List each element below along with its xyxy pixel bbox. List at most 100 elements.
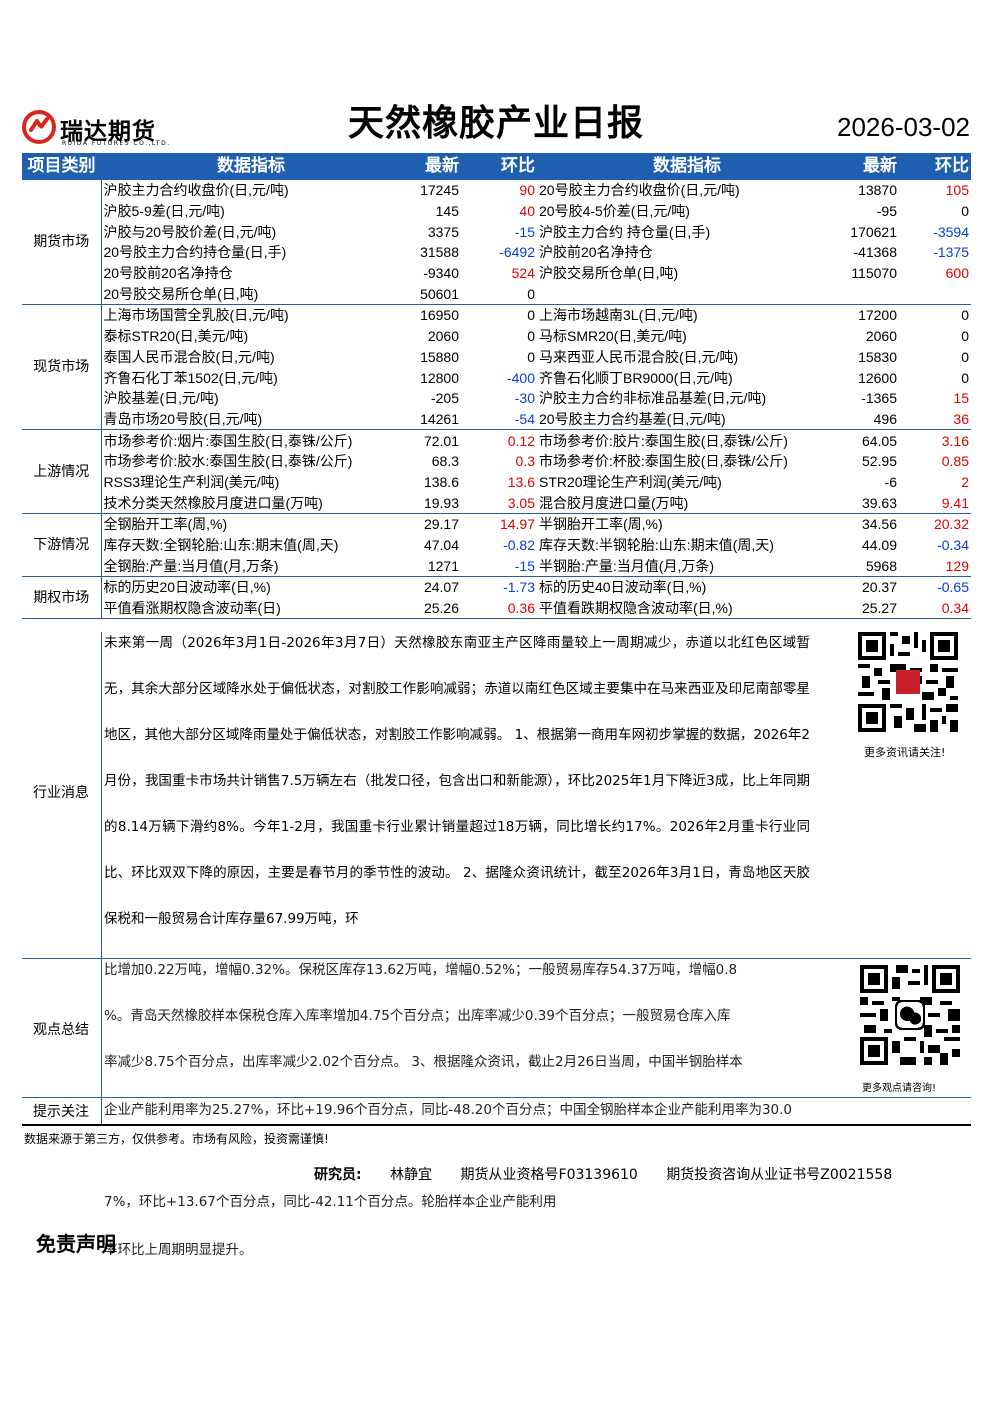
latest-value-cell: -41368 (853, 244, 897, 261)
overflow-text-line: %。青岛天然橡胶样本保税仓库入库率增加4.75个百分点；出库率减少0.39个百分… (104, 1008, 731, 1024)
change-value-cell: 0 (961, 307, 969, 324)
researcher-info: 研究员: 林静宜 期货从业资格号F03139610 期货投资咨询从业证书号Z00… (314, 1164, 916, 1184)
latest-value-cell: 170621 (850, 223, 897, 240)
category-cell: 期货市场 (22, 180, 102, 306)
latest-value-cell: 1271 (401, 555, 461, 578)
latest-value-cell: 14261 (401, 408, 461, 431)
latest-value-cell: -205 (430, 390, 459, 407)
change-value-cell: 20.32 (933, 516, 969, 533)
latest-value-cell: 50601 (401, 283, 461, 306)
latest-value-cell: 25.27 (837, 597, 899, 620)
latest-value-cell: 52.95 (861, 453, 897, 470)
latest-value-cell: 12600 (858, 369, 897, 386)
latest-value-cell: 115070 (851, 265, 897, 282)
overflow-text-line: 率环比上周期明显提升。 (104, 1242, 253, 1258)
change-value-cell: -54 (461, 408, 537, 431)
indicator-name-cell: 平值看跌期权隐含波动率(日,%) (537, 597, 837, 620)
news-label: 行业消息 (33, 785, 89, 801)
change-value-cell: 36 (899, 408, 971, 431)
section-divider (101, 632, 102, 958)
category-cell: 下游情况 (22, 513, 102, 578)
change-value-cell: 0.12 (507, 432, 535, 449)
latest-value-cell: -6 (884, 473, 897, 490)
change-value-cell: 0.85 (941, 453, 969, 470)
change-value-cell: -0.34 (937, 537, 969, 554)
change-value-cell: 15 (953, 390, 969, 407)
latest-value-cell: 17245 (420, 182, 459, 199)
change-value-cell: -0.82 (503, 537, 535, 554)
change-value-cell: -3594 (933, 223, 969, 240)
change-value-cell: -15 (514, 223, 535, 240)
latest-value-cell: -1365 (861, 390, 897, 407)
news-section: 行业消息 未来第一周（2026年3月1日-2026年3月7日）天然橡胶东南亚主产… (22, 632, 971, 959)
logo-subtext: RUIDA FUTURES CO.,LTD. (62, 140, 171, 147)
consult-certificate: 期货投资咨询从业证书号Z0021558 (666, 1167, 893, 1183)
qr-caption: 更多资讯请关注! (864, 746, 946, 759)
latest-value-cell: 31588 (420, 244, 459, 261)
latest-value-cell: 13870 (858, 182, 897, 199)
qr-caption: 更多观点请咨询! (862, 1083, 937, 1094)
change-value-cell (899, 283, 971, 306)
indicator-name-cell: STR20理论生产利润(美元/吨) (539, 473, 722, 490)
latest-value-cell: 17200 (858, 307, 897, 324)
indicator-name-cell: 沪胶前20名净持仓 (539, 244, 653, 261)
indicator-name-cell: 马标SMR20(日,美元/吨) (539, 328, 687, 345)
company-logo: 瑞达期货 RUIDA FUTURES CO.,LTD. (22, 110, 172, 150)
change-value-cell: 2 (961, 473, 969, 490)
indicator-name-cell: 上海市场国营全乳胶(日,元/吨) (103, 307, 289, 324)
indicator-name-cell: 沪胶与20号胶价差(日,元/吨) (103, 223, 277, 240)
indicator-name-cell: 沪胶主力合约非标准品基差(日,元/吨) (539, 390, 767, 407)
indicator-name-cell: 市场参考价:杯胶:泰国生胶(日,泰铢/公斤) (539, 453, 788, 470)
change-value-cell: 9.41 (899, 492, 971, 515)
indicator-name-cell: RSS3理论生产利润(美元/吨) (103, 473, 280, 490)
latest-value-cell: 496 (837, 408, 899, 431)
latest-value-cell: 2060 (427, 328, 459, 345)
page-title: 天然橡胶产业日报 (347, 103, 644, 144)
change-value-cell: 0 (961, 328, 969, 345)
change-value-cell: -0.65 (937, 579, 969, 596)
latest-value-cell: 5968 (837, 555, 899, 578)
change-value-cell: 0.36 (461, 597, 537, 620)
header-indicator-right: 数据指标 (537, 153, 837, 180)
category-cell: 上游情况 (22, 429, 102, 514)
latest-value-cell: 68.3 (431, 453, 459, 470)
qualification-number: 期货从业资格号F03139610 (460, 1167, 638, 1183)
indicator-name-cell: 上海市场越南3L(日,元/吨) (539, 307, 698, 324)
indicator-name-cell: 全钢胎:产量:当月值(月,万条) (101, 555, 401, 578)
data-table: 项目类别 数据指标 最新 环比 数据指标 最新 环比 期货市场沪胶主力合约收盘价… (22, 153, 971, 620)
qr-code-icon (860, 965, 960, 1065)
indicator-name-cell: 混合胶月度进口量(万吨) (537, 492, 837, 515)
report-date: 2026-03-02 (837, 112, 970, 142)
indicator-name-cell: 全钢胎开工率(周,%) (103, 516, 228, 533)
change-value-cell: 0 (527, 328, 535, 345)
latest-value-cell (837, 283, 899, 306)
researcher-name: 林静宜 (390, 1167, 433, 1183)
indicator-name-cell: 沪胶主力合约 持仓量(日,手) (539, 223, 711, 240)
overflow-text-line: 7%，环比+13.67个百分点，同比-42.11个百分点。轮胎样本企业产能利用 (104, 1194, 557, 1210)
data-source-note: 数据来源于第三方，仅供参考。市场有风险，投资需谨慎! (24, 1132, 329, 1146)
change-value-cell: 0.3 (515, 453, 535, 470)
category-cell: 期权市场 (22, 576, 102, 620)
header-indicator-left: 数据指标 (101, 153, 401, 180)
latest-value-cell: 29.17 (423, 516, 459, 533)
change-value-cell: 0 (961, 369, 969, 386)
indicator-name-cell: 沪胶主力合约收盘价(日,元/吨) (103, 182, 289, 199)
change-value-cell: -1.73 (503, 579, 535, 596)
indicator-name-cell: 半钢胎:产量:当月值(月,万条) (537, 555, 837, 578)
latest-value-cell: 3375 (427, 223, 459, 240)
change-value-cell: 90 (519, 182, 535, 199)
change-value-cell: 0 (961, 348, 969, 365)
change-value-cell: 524 (511, 265, 535, 282)
